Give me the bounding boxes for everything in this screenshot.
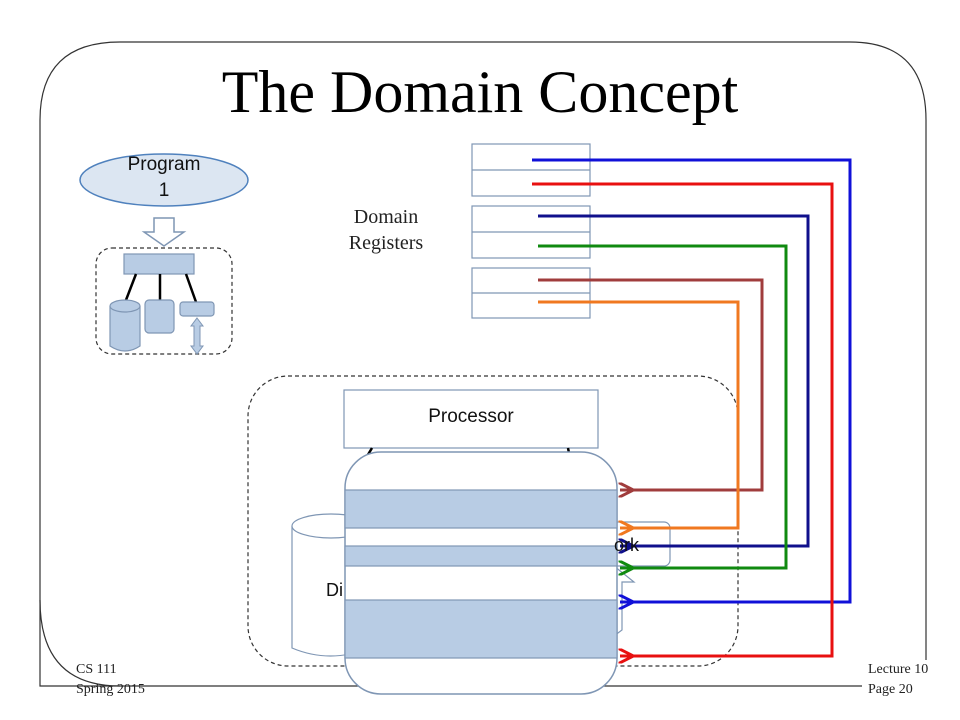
mini-disk-icon — [109, 306, 141, 352]
registers-label-line2: Registers — [348, 232, 424, 254]
mini-processor-box — [123, 253, 195, 275]
connector-brown — [538, 278, 764, 490]
mini-updown-arrow-icon — [190, 317, 204, 355]
connector-blue — [532, 158, 852, 602]
registers-label: Domain Registers — [318, 204, 454, 256]
processor-box — [343, 389, 599, 449]
program-label-line2: 1 — [158, 180, 170, 201]
processor-label: Processor — [428, 406, 514, 427]
connector-red — [532, 182, 834, 656]
slide-title: The Domain Concept — [221, 59, 739, 125]
connector-orange — [538, 300, 740, 528]
footer-page: Lecture 10 Page 20 — [868, 660, 948, 700]
mini-network-box — [179, 301, 215, 317]
program-label: Program 1 — [80, 152, 248, 204]
connector-green — [538, 244, 788, 568]
disk-label: Di — [326, 580, 343, 600]
mini-disk-top — [109, 299, 141, 313]
program-container — [95, 247, 233, 355]
footer-page-line2: Page 20 — [868, 682, 913, 697]
memory-segment-bottom — [344, 599, 618, 659]
memory-segment-middle — [344, 545, 618, 567]
slide-frame — [39, 41, 927, 687]
program-ellipse — [79, 153, 249, 207]
footer-course: CS 111 Spring 2015 — [76, 660, 196, 700]
domain-registers — [471, 143, 591, 319]
mini-memory-box — [144, 299, 175, 334]
network-arrow-icon — [613, 565, 636, 637]
footer-course-line2: Spring 2015 — [76, 682, 145, 697]
footer-page-line1: Lecture 10 — [868, 662, 929, 677]
memory-segment-top — [344, 489, 618, 529]
network-label: ork — [614, 535, 640, 555]
mini-link — [184, 273, 198, 303]
connector-navy — [538, 214, 810, 546]
slide-frame-bottom-left — [39, 599, 121, 687]
down-arrow-icon — [141, 217, 187, 247]
program-label-line1: Program — [127, 154, 201, 175]
mini-link — [124, 273, 138, 301]
footer-course-line1: CS 111 — [76, 662, 117, 677]
registers-label-line1: Domain — [353, 206, 419, 228]
